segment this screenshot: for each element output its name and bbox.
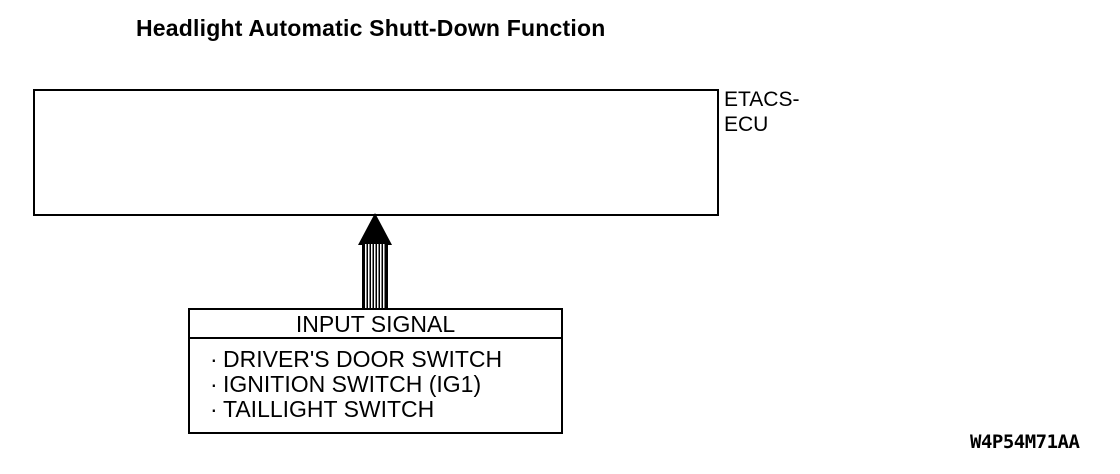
input-signal-header: INPUT SIGNAL xyxy=(190,310,561,339)
etacs-ecu-label: ETACS- ECU xyxy=(724,87,799,137)
input-signal-item-label: DRIVER'S DOOR SWITCH xyxy=(223,346,503,372)
diagram-title: Headlight Automatic Shutt-Down Function xyxy=(136,15,606,41)
up-arrow-shaft xyxy=(362,244,388,308)
input-signal-item: ·DRIVER'S DOOR SWITCH xyxy=(210,347,561,372)
figure-code: W4P54M71AA xyxy=(970,431,1080,453)
etacs-ecu-label-line1: ETACS- xyxy=(724,88,800,111)
etacs-ecu-box xyxy=(33,89,719,216)
input-signal-item: ·TAILLIGHT SWITCH xyxy=(210,397,561,422)
up-arrow-icon xyxy=(358,213,392,245)
bullet-icon: · xyxy=(210,396,218,422)
input-signal-item-list: ·DRIVER'S DOOR SWITCH ·IGNITION SWITCH (… xyxy=(190,339,561,422)
input-signal-box: INPUT SIGNAL ·DRIVER'S DOOR SWITCH ·IGNI… xyxy=(188,308,563,434)
bullet-icon: · xyxy=(210,346,218,372)
etacs-ecu-label-line2: ECU xyxy=(724,113,769,136)
input-signal-item-label: IGNITION SWITCH (IG1) xyxy=(223,371,482,397)
input-signal-item: ·IGNITION SWITCH (IG1) xyxy=(210,372,561,397)
bullet-icon: · xyxy=(210,371,218,397)
input-signal-item-label: TAILLIGHT SWITCH xyxy=(223,396,435,422)
